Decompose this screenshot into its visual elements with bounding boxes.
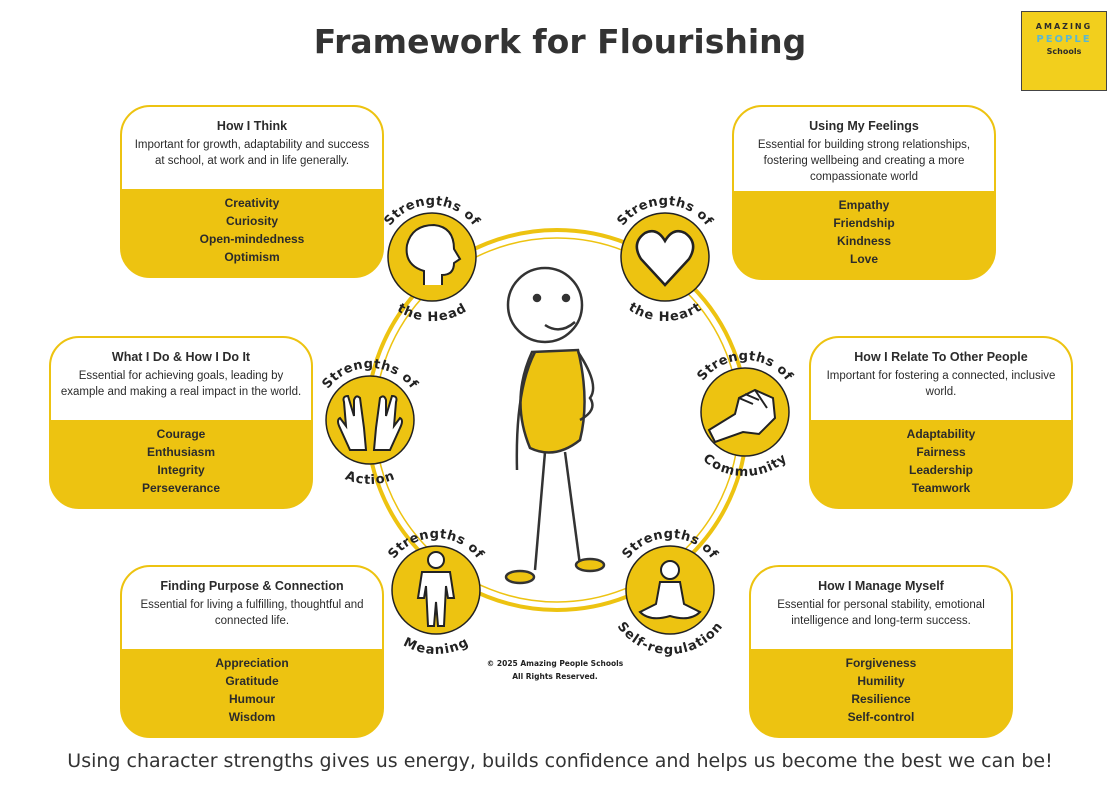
- circle-action: Strengths of Action: [320, 357, 421, 488]
- card-description: Important for fostering a connected, inc…: [826, 370, 1056, 398]
- logo-line2: PEOPLE: [1036, 34, 1092, 45]
- card-description: Essential for personal stability, emotio…: [777, 599, 985, 627]
- circle-meaning-bottom: Meaning: [401, 635, 471, 658]
- card-what-i-do: What I Do & How I Do It Essential for ach…: [49, 336, 313, 509]
- page-title: Framework for Flourishing: [313, 22, 807, 61]
- card-title: What I Do & How I Do It: [111, 350, 251, 364]
- strength: Courage: [156, 427, 206, 441]
- strength: Teamwork: [911, 481, 971, 495]
- logo: AMAZING PEOPLE Schools: [1021, 11, 1107, 91]
- hands-icon: [337, 394, 403, 451]
- card-title: How I Relate To Other People: [854, 350, 1028, 364]
- strength: Humility: [857, 674, 905, 688]
- logo-line3: Schools: [1046, 47, 1082, 56]
- strength: Love: [849, 252, 878, 266]
- card-description: Essential for building strong relationsh…: [757, 139, 971, 183]
- svg-text:the Heart: the Heart: [626, 300, 705, 325]
- puzzle-person-icon: [416, 551, 456, 627]
- circle-action-bottom: Action: [343, 469, 396, 489]
- circle-heart-bottom: the Heart: [626, 300, 704, 325]
- meditation-icon: [638, 560, 702, 620]
- strength: Leadership: [908, 463, 974, 477]
- strength: Humour: [229, 692, 275, 706]
- card-description: Essential for achieving goals, leading b…: [60, 370, 302, 398]
- strength: Kindness: [836, 234, 891, 248]
- strength: Appreciation: [215, 656, 289, 670]
- strength: Gratitude: [225, 674, 279, 688]
- card-description: Essential for living a fulfilling, thoug…: [140, 599, 364, 627]
- strength: Optimism: [224, 250, 280, 264]
- svg-text:Meaning: Meaning: [401, 635, 471, 658]
- copyright-line2: All Rights Reserved.: [512, 672, 598, 681]
- head-icon: [405, 223, 462, 285]
- strength: Curiosity: [225, 214, 278, 228]
- circle-head: Strengths of the Head: [382, 194, 483, 325]
- strength: Creativity: [224, 196, 280, 210]
- stick-figure: [504, 266, 606, 585]
- card-title: How I Think: [216, 119, 288, 133]
- svg-text:Action: Action: [343, 469, 397, 489]
- card-title: Using My Feelings: [809, 119, 919, 133]
- strength: Friendship: [833, 216, 895, 230]
- logo-line1: AMAZING: [1035, 22, 1093, 31]
- strength: Integrity: [157, 463, 205, 477]
- fist-bump-icon: [707, 388, 777, 444]
- circle-head-bottom: the Head: [395, 301, 469, 325]
- strength: Open-mindedness: [199, 232, 305, 246]
- strength: Self-control: [847, 710, 915, 724]
- strength: Wisdom: [228, 710, 276, 724]
- strength: Fairness: [916, 445, 966, 459]
- circle-heart: Strengths of the Heart: [615, 194, 716, 325]
- strength: Forgiveness: [845, 656, 917, 670]
- card-title: Finding Purpose & Connection: [160, 579, 344, 593]
- strength: Adaptability: [906, 427, 976, 441]
- circle-self-regulation: Strengths of Self-regulation: [614, 527, 726, 658]
- footer-tagline: Using character strengths gives us energ…: [67, 750, 1053, 772]
- circle-community: Strengths of Community: [695, 349, 796, 480]
- strength: Enthusiasm: [146, 445, 215, 459]
- circle-meaning: Strengths of Meaning: [386, 527, 487, 658]
- strength: Perseverance: [141, 481, 221, 495]
- copyright-line1: © 2025 Amazing People Schools: [487, 659, 624, 668]
- heart-icon: [635, 230, 695, 287]
- card-title: How I Manage Myself: [818, 579, 944, 593]
- strength: Empathy: [838, 198, 890, 212]
- svg-text:the Head: the Head: [395, 301, 470, 325]
- strength: Resilience: [851, 692, 911, 706]
- card-description: Important for growth, adaptability and s…: [134, 139, 370, 167]
